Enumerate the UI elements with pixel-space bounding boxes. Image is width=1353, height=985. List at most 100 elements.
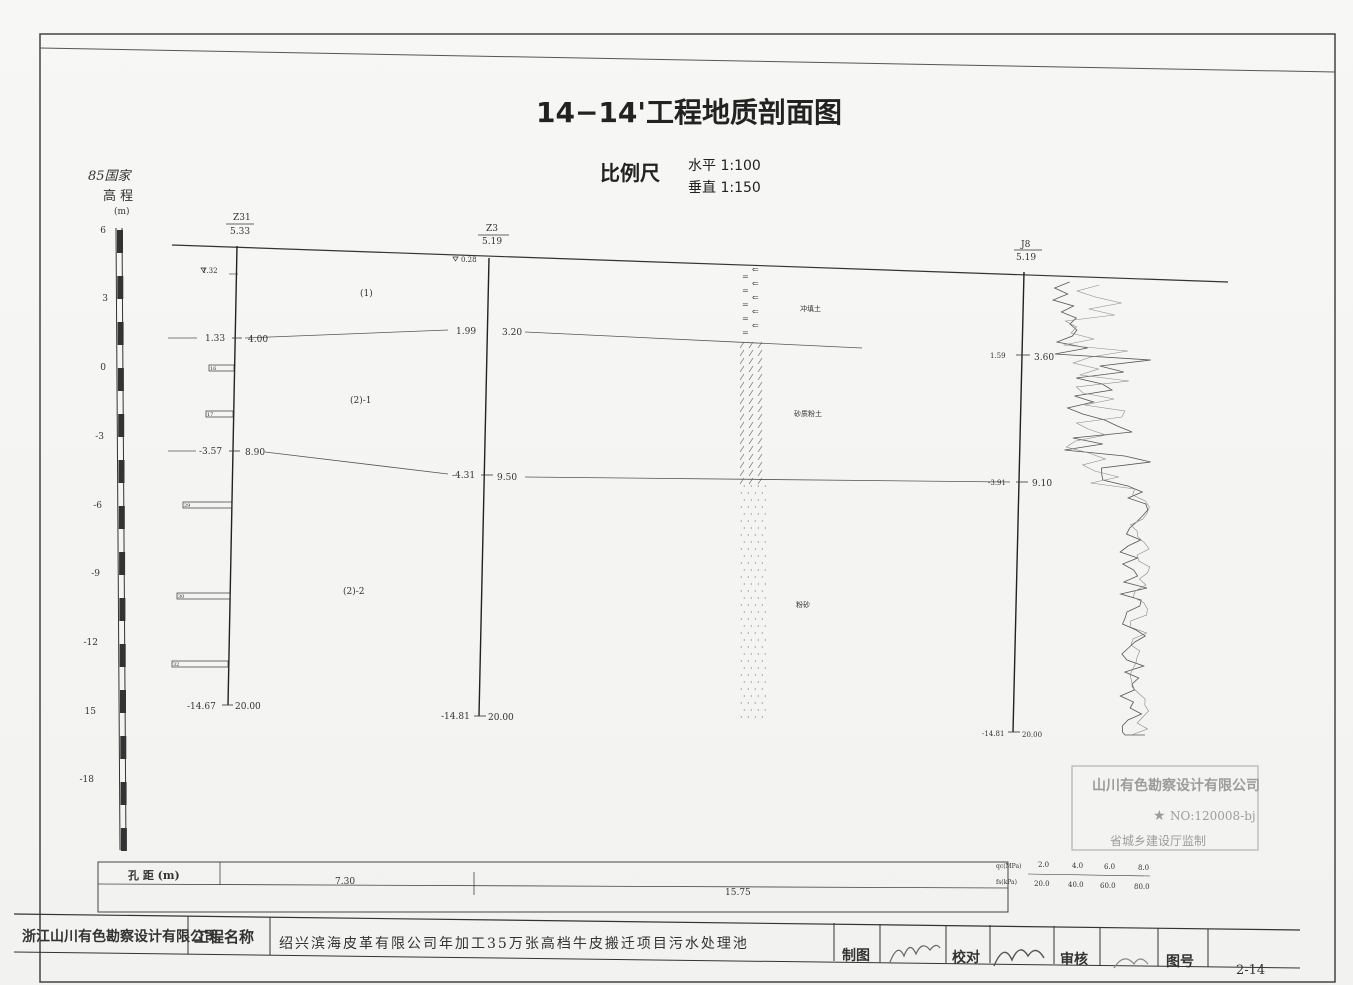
sand-dot (750, 709, 752, 711)
sand-dot (740, 604, 742, 606)
z3-hole-line (478, 257, 490, 717)
silt-hatch (748, 429, 754, 437)
sand-dot (747, 520, 749, 522)
sand-dot (740, 506, 742, 508)
silt-hatch (739, 365, 745, 373)
sand-dot (764, 555, 766, 557)
sand-dot (747, 590, 749, 592)
sand-dot (750, 513, 752, 515)
silt-hatch (748, 381, 754, 389)
sand-dot (747, 534, 749, 536)
sand-dot (761, 492, 763, 494)
spt-bar (171, 660, 229, 668)
tick-6: 6 (100, 226, 106, 236)
axis-segment (117, 230, 123, 253)
stamp-no: NO:120008-bj (1170, 809, 1256, 823)
z3-mid-depth: 9.50 (497, 473, 517, 483)
z31-water-icon (200, 267, 207, 273)
sand-dot (764, 569, 766, 571)
sand-dot (743, 485, 745, 487)
silt-hatch (748, 397, 754, 405)
sand-dot (764, 653, 766, 655)
axis-label-datum: 85国家 (88, 168, 133, 184)
silt-hatch (739, 389, 745, 397)
drawn-label: 制图 (842, 947, 870, 964)
silt-hatch (739, 341, 745, 349)
sand-dot (743, 583, 745, 585)
sand-dot (750, 527, 752, 529)
sand-dot (761, 618, 763, 620)
axis-segment (120, 782, 127, 805)
j8-bottom-elev: -14.81 (982, 730, 1004, 738)
sand-dot (764, 709, 766, 711)
sand-dot (754, 688, 756, 690)
qc-tick: 6.0 (1104, 863, 1115, 871)
z3-top-elev: 1.99 (456, 327, 476, 337)
sand-dot (761, 576, 763, 578)
axis-segment (119, 598, 126, 621)
j8-top-elev: 1.59 (990, 352, 1006, 360)
silt-hatch (739, 453, 745, 461)
axis-segment (118, 460, 125, 483)
silt-hatch (748, 477, 754, 485)
sand-dot (764, 499, 766, 501)
axis-label-elevation: 高 程 (103, 188, 133, 204)
tick-3: 3 (102, 294, 108, 304)
stamp-company: 山川有色勘察设计有限公司 (1092, 777, 1260, 794)
sand-dot (750, 667, 752, 669)
sand-dot (761, 590, 763, 592)
sand-dot (757, 611, 759, 613)
sand-dot (764, 513, 766, 515)
silt-hatch (757, 429, 763, 437)
z31-bottom-elev: -14.67 (187, 702, 216, 712)
axis-segment (118, 506, 125, 529)
z3-id: Z3 (486, 224, 498, 234)
sand-dot (740, 660, 742, 662)
sand-dot (740, 674, 742, 676)
silt-hatch (748, 405, 754, 413)
sand-dot (743, 611, 745, 613)
z3-mid-elev: -4.31 (452, 471, 475, 481)
silt-hatch (757, 365, 763, 373)
scale-horizontal: 水平 1:100 (688, 158, 761, 174)
sand-dot (761, 646, 763, 648)
sand-dot (750, 597, 752, 599)
sand-dot (761, 632, 763, 634)
axis-segment (119, 644, 126, 667)
borehole-z3: Z3 5.19 0.28 1.99 3.20 -4.31 9.50 -14.81… (441, 224, 522, 723)
silt-hatch (739, 381, 745, 389)
silt-hatch (739, 469, 745, 477)
silt-hatch (739, 445, 745, 453)
silt-hatch (757, 373, 763, 381)
silt-hatch (757, 349, 763, 357)
sand-dot (750, 541, 752, 543)
stamp-dept: 省城乡建设厅监制 (1110, 834, 1206, 848)
z31-water-level: 1.32 (202, 267, 218, 275)
sand-dot (754, 576, 756, 578)
sand-dot (761, 506, 763, 508)
spt-bar (182, 501, 233, 509)
sand-dot (743, 597, 745, 599)
sand-dot (747, 604, 749, 606)
axis-segment (117, 368, 124, 391)
sand-dot (764, 681, 766, 683)
sand-dot (754, 506, 756, 508)
soil-sand-label: 粉砂 (796, 600, 810, 609)
sand-dot (754, 702, 756, 704)
sand-dot (754, 716, 756, 718)
sand-dot (764, 541, 766, 543)
project-name: 绍兴滨海皮革有限公司年加工35万张高档牛皮搬迁项目污水处理池 (279, 935, 749, 952)
z31-hole-line (227, 245, 238, 706)
axis-tick-labels: 6 3 0 -3 -6 -9 -12 15 -18 (80, 226, 109, 785)
j8-mid-depth: 9.10 (1032, 479, 1052, 489)
sand-dot (764, 485, 766, 487)
sand-dot (740, 716, 742, 718)
sand-dot (757, 527, 759, 529)
silt-hatch (739, 429, 745, 437)
project-label: 工程名称 (194, 928, 254, 946)
silt-hatch (739, 421, 745, 429)
sand-dot (743, 513, 745, 515)
sand-dot (764, 611, 766, 613)
outer-frame (39, 33, 1336, 983)
